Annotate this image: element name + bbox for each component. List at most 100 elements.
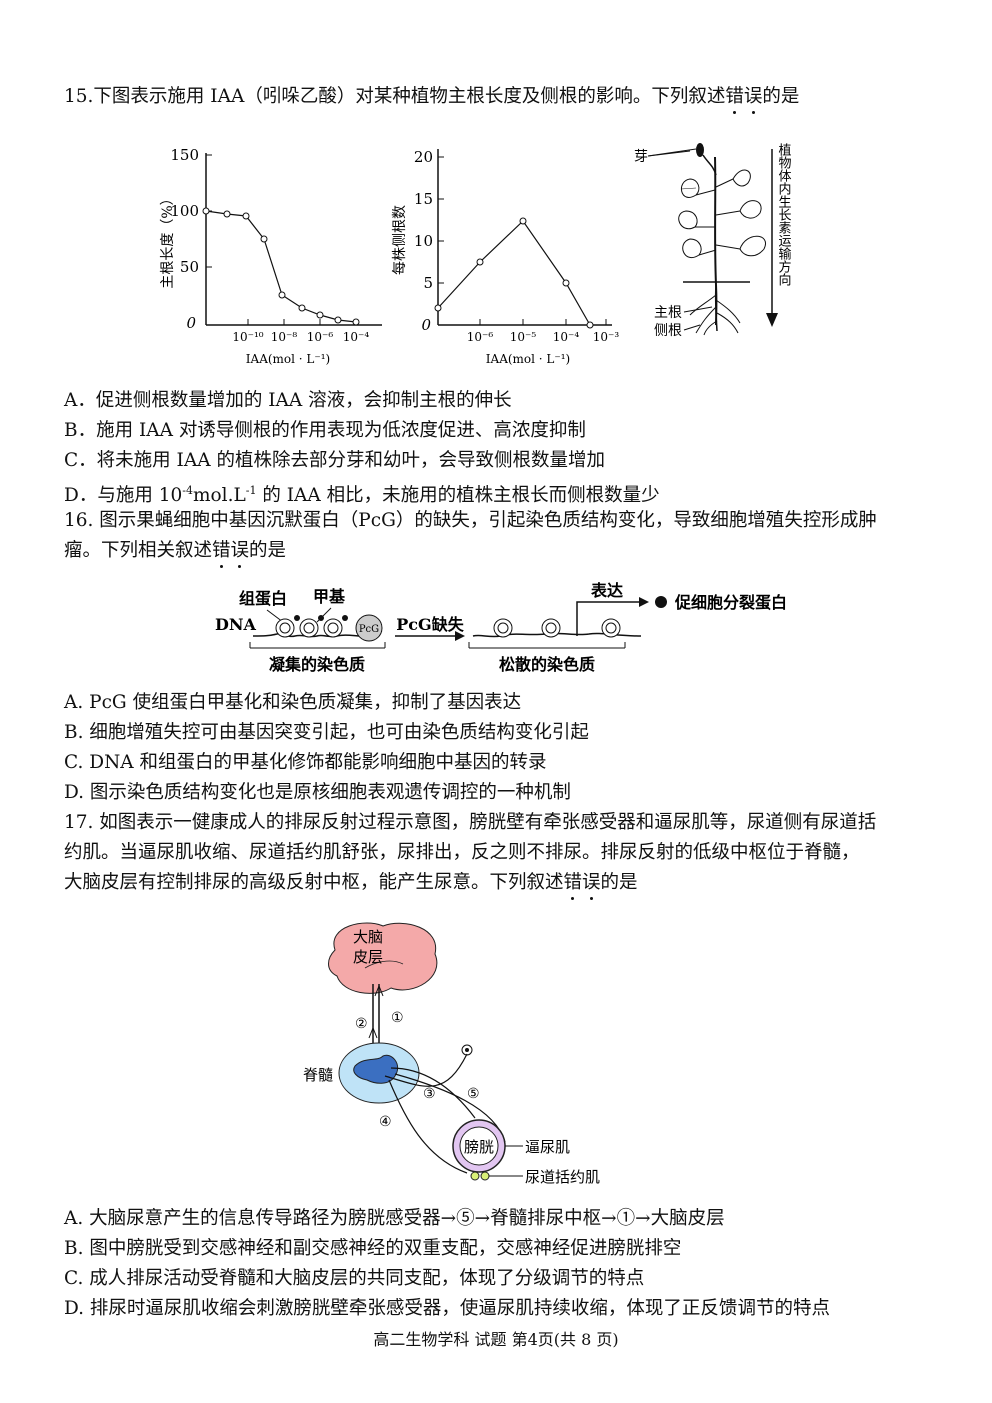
transport-direction-label: 植物体内生长素运输方向 xyxy=(776,143,792,286)
arrow-right-icon xyxy=(455,631,465,641)
chart1-x-axis-ticks: 10⁻¹⁰ 10⁻⁸ 10⁻⁶ 10⁻⁴ xyxy=(232,319,369,344)
data-point xyxy=(260,235,268,243)
q17-figure: 大脑 皮层 ② ① 脊髓 ③ ④ ⑤ 膀胱 逼尿肌 尿道括约肌 xyxy=(303,922,600,1186)
q17-stem-line3: 大脑皮层有控制排尿的高级反射中枢，能产生尿意。下列叙述错误的是 xyxy=(64,872,638,893)
leaf-icon xyxy=(682,238,717,258)
q15-option-d: D．与施用 10-4mol.L-1 的 IAA 相比，未施用的植株主根长而侧根数… xyxy=(64,484,660,507)
data-point xyxy=(316,311,324,319)
chart2-x-tick: 10⁻⁵ xyxy=(510,330,537,344)
spinal-cord-label: 脊髓 xyxy=(303,1066,333,1084)
q16-option-a: A. PcG 使组蛋白甲基化和染色质凝集，抑制了基因表达 xyxy=(64,692,522,713)
sphincter-icon xyxy=(470,1171,480,1181)
data-point xyxy=(278,291,286,299)
chart2-y-tick: 15 xyxy=(414,190,433,208)
bud-label: 芽 xyxy=(634,149,648,165)
cerebral-cortex-shape xyxy=(328,922,438,994)
cortex-label: 大脑 xyxy=(353,928,383,946)
sphincter-icon xyxy=(480,1171,490,1181)
page-footer: 高二生物学科 试题 第4页(共 8 页) xyxy=(373,1330,619,1349)
q15-option-c: C．将未施用 IAA 的植株除去部分芽和幼叶，会导致侧根数量增加 xyxy=(64,450,605,471)
chart2-x-tick: 10⁻³ xyxy=(593,330,620,344)
lateral-root-label: 侧根 xyxy=(654,323,682,339)
q15-option-a: A．促进侧根数量增加的 IAA 溶液，会抑制主根的伸长 xyxy=(64,390,512,411)
nucleosome-icon xyxy=(601,618,621,638)
data-point xyxy=(434,304,442,312)
protein-dot-icon xyxy=(655,596,667,608)
chart2-y-tick: 0 xyxy=(421,316,431,334)
chart1-y-axis-ticks: 150 100 50 0 xyxy=(170,146,212,332)
leaf-icon xyxy=(678,210,715,230)
product-label: 促细胞分裂蛋白 xyxy=(674,593,787,612)
nucleosome-icon xyxy=(275,618,295,638)
chart2-y-axis-ticks: 20 15 10 5 0 xyxy=(414,148,444,334)
chart2-y-label: 每株侧根数 xyxy=(392,205,408,275)
dna-label: DNA xyxy=(215,615,257,634)
q15-figure: 150 100 50 0 10⁻¹⁰ 10⁻⁸ 10⁻⁶ 10⁻⁴ IAA(mo… xyxy=(160,143,791,366)
q16-option-b: B. 细胞增殖失控可由基因突变引起，也可由染色质结构变化引起 xyxy=(64,722,589,743)
arrow-right-icon xyxy=(639,597,649,607)
data-point xyxy=(476,258,484,266)
q17-stem-line1: 17. 如图表示一健康成人的排尿反射过程示意图，膀胱壁有牵张感受器和逼尿肌等，尿… xyxy=(64,812,877,833)
svg-text:PcG: PcG xyxy=(359,624,379,635)
main-root-length-chart: 150 100 50 0 10⁻¹⁰ 10⁻⁸ 10⁻⁶ 10⁻⁴ IAA(mo… xyxy=(160,146,382,366)
data-point xyxy=(562,279,570,287)
pathway-2-label: ② xyxy=(355,1016,368,1032)
leaf-icon xyxy=(680,178,716,198)
bladder-label: 膀胱 xyxy=(464,1138,494,1156)
plant-illustration: 芽 xyxy=(634,143,791,339)
q17-option-b: B. 图中膀胱受到交感神经和副交感神经的双重支配，交感神经促进膀胱排空 xyxy=(64,1238,682,1259)
nucleosome-icon xyxy=(541,618,561,638)
chart2-y-tick: 20 xyxy=(414,148,433,166)
cortex-label: 皮层 xyxy=(353,948,383,966)
q16-option-d: D. 图示染色质结构变化也是原核细胞表观遗传调控的一种机制 xyxy=(64,782,571,803)
chart1-y-tick: 150 xyxy=(170,146,199,164)
pcg-missing-label: PcG缺失 xyxy=(396,615,464,634)
roots-illustration xyxy=(689,284,741,336)
chart1-y-label: 主根长度（%） xyxy=(160,191,176,288)
q16-stem-line1: 16. 图示果蝇细胞中基因沉默蛋白（PcG）的缺失，引起染色质结构变化，导致细胞… xyxy=(64,510,877,531)
chart2-x-tick: 10⁻⁶ xyxy=(467,330,494,344)
nucleosome-icon xyxy=(323,618,343,638)
arrow-down-icon xyxy=(766,313,778,327)
histone-label: 组蛋白 xyxy=(239,589,287,608)
leaf-icon xyxy=(715,235,766,257)
pcg-protein-icon: PcG xyxy=(355,614,383,642)
loose-chromatin-label: 松散的染色质 xyxy=(499,655,595,674)
data-point xyxy=(202,207,210,215)
lateral-root-count-chart: 20 15 10 5 0 10⁻⁶ 10⁻⁵ 10⁻⁴ 10⁻³ IAA(mol… xyxy=(392,148,619,366)
bud-icon xyxy=(696,143,704,157)
leaf-icon xyxy=(715,200,762,219)
methyl-label: 甲基 xyxy=(313,587,346,606)
nucleosome-icon xyxy=(299,618,319,638)
data-point xyxy=(519,217,527,225)
chart1-x-tick: 10⁻⁶ xyxy=(307,330,334,344)
data-point xyxy=(334,316,342,324)
data-point xyxy=(242,212,250,220)
q15-stem: 15.下图表示施用 IAA（吲哚乙酸）对某种植物主根长度及侧根的影响。下列叙述错… xyxy=(64,86,800,107)
chart1-x-tick: 10⁻¹⁰ xyxy=(232,330,263,344)
detrusor-label: 逼尿肌 xyxy=(525,1138,570,1156)
q16-stem-line2: 瘤。下列相关叙述错误的是 xyxy=(64,540,287,561)
leaf-icon xyxy=(715,169,751,188)
chart1-x-tick: 10⁻⁴ xyxy=(343,330,370,344)
pathway-4-label: ④ xyxy=(379,1114,392,1130)
q16-option-c: C. DNA 和组蛋白的甲基化修饰都能影响细胞中基因的转录 xyxy=(64,752,547,773)
pathway-3-label: ③ xyxy=(423,1086,436,1102)
chart1-y-tick: 100 xyxy=(170,202,199,220)
main-root-label: 主根 xyxy=(654,305,682,321)
q16-figure: 组蛋白 甲基 DNA PcG 凝集的染色质 PcG缺失 松散的染色质 表达 促细… xyxy=(215,581,787,674)
nucleosome-icon xyxy=(493,618,513,638)
q17-stem-line2: 约肌。当逼尿肌收缩、尿道括约肌舒张，尿排出，反之则不排尿。排尿反射的低级中枢位于… xyxy=(64,842,860,863)
chart2-y-tick: 5 xyxy=(423,274,433,292)
q17-option-c: C. 成人排尿活动受脊髓和大脑皮层的共同支配，体现了分级调节的特点 xyxy=(64,1268,645,1289)
data-point xyxy=(586,321,594,329)
chart1-x-tick: 10⁻⁸ xyxy=(271,330,298,344)
data-point xyxy=(352,318,360,326)
data-point xyxy=(298,304,306,312)
chart2-series xyxy=(434,217,594,329)
condensed-chromatin-label: 凝集的染色质 xyxy=(269,655,365,674)
chart2-x-axis-ticks: 10⁻⁶ 10⁻⁵ 10⁻⁴ 10⁻³ xyxy=(467,319,620,344)
chart2-x-tick: 10⁻⁴ xyxy=(553,330,580,344)
q17-option-d: D. 排尿时逼尿肌收缩会刺激膀胱壁牵张感受器，使逼尿肌持续收缩，体现了正反馈调节… xyxy=(64,1298,830,1319)
pathway-5-label: ⑤ xyxy=(467,1086,480,1102)
